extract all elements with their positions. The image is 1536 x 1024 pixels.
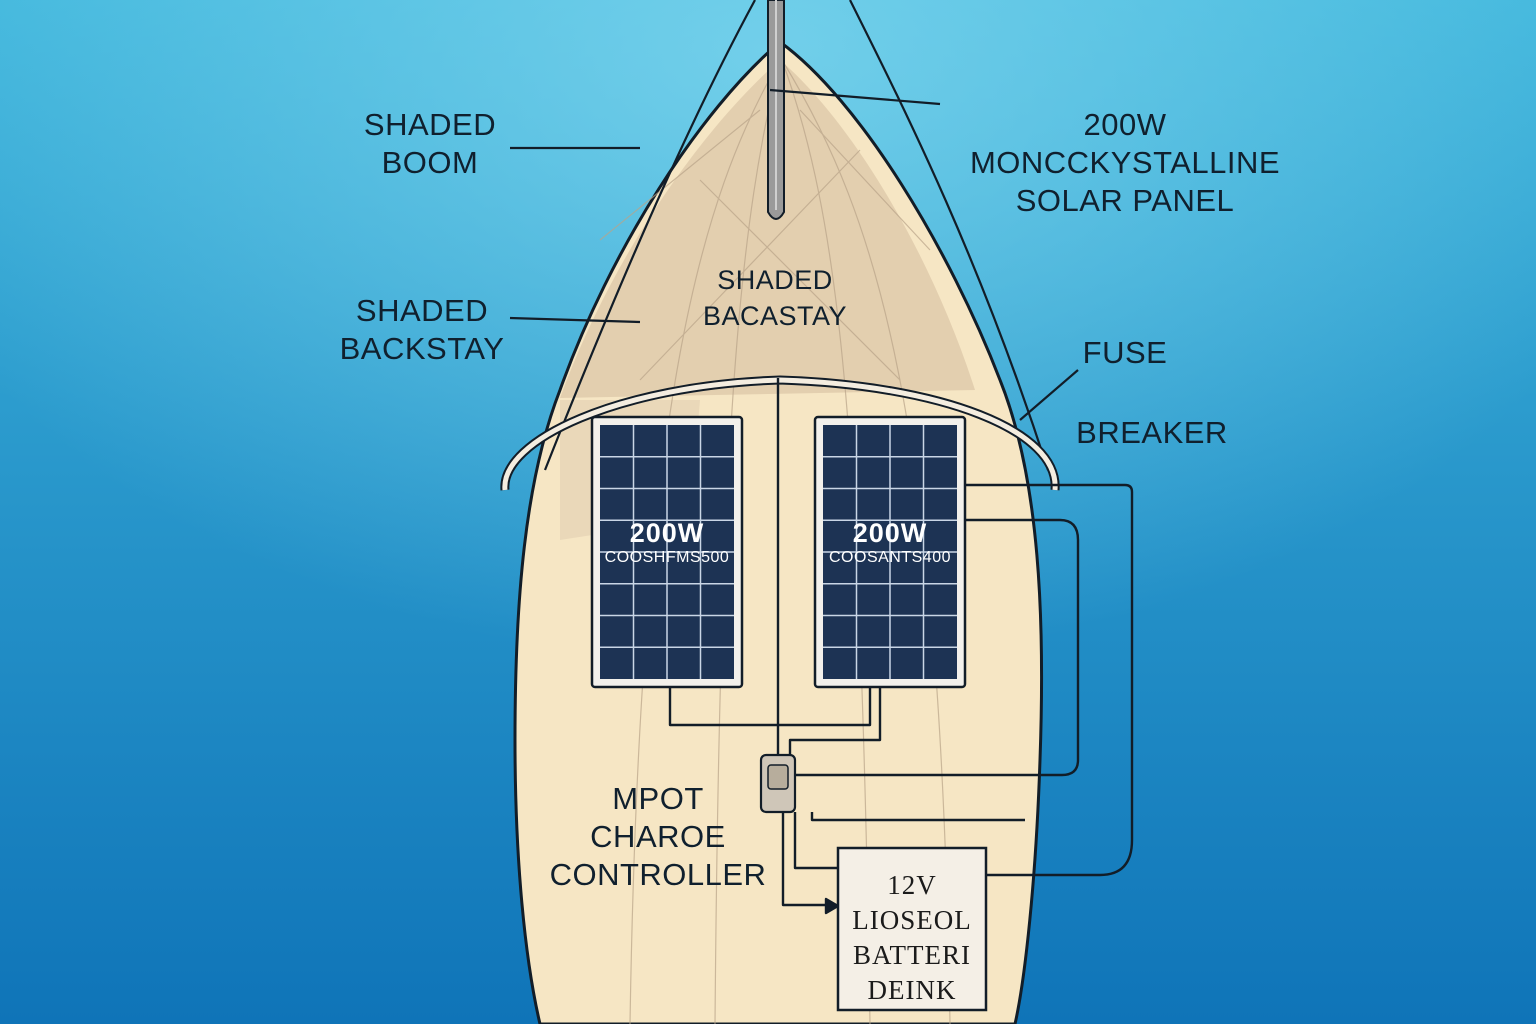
label-line: BACASTAY <box>702 301 848 331</box>
battery-icon <box>836 846 988 1012</box>
panel-2-label: 200W COOSANTS400 <box>819 518 961 568</box>
label-deck-backstay: SHADED BACASTAY <box>680 262 870 334</box>
label-fuse: FUSE <box>1060 334 1190 372</box>
label-shaded-boom: SHADED BOOM <box>340 106 520 182</box>
label-line: CHAROE <box>590 819 726 854</box>
label-line: MONCCKYSTALLINE <box>969 145 1281 180</box>
charge-controller-icon <box>759 753 797 814</box>
label-line: CONTROLLER <box>549 857 767 892</box>
label-charge-controller: MPOT CHAROE CONTROLLER <box>540 780 776 894</box>
panel-model: COOSHFMS500 <box>604 549 730 566</box>
solar-panel-icon <box>590 415 744 689</box>
deck-shade <box>560 60 975 398</box>
battery-line: 12V <box>887 870 937 900</box>
label-line: BREAKER <box>1076 415 1228 450</box>
battery-label: 12V LIOSEOL BATTERI DEINK <box>838 868 986 1008</box>
label-line: MPOT <box>612 781 704 816</box>
label-line: SOLAR PANEL <box>1015 183 1235 218</box>
label-line: SHADED <box>355 293 489 328</box>
solar-panel-icon <box>813 415 967 689</box>
battery-line: LIOSEOL <box>852 905 972 935</box>
panel-wattage: 200W <box>852 518 928 548</box>
pulpit-rail-highlight <box>502 377 1058 491</box>
panel-1-label: 200W COOSHFMS500 <box>596 518 738 568</box>
label-line: 200W <box>1083 107 1167 142</box>
label-shaded-backstay: SHADED BACKSTAY <box>322 292 522 368</box>
battery-line: DEINK <box>867 975 957 1005</box>
label-line: BACKSTAY <box>339 331 505 366</box>
hull-planking <box>599 59 951 1024</box>
rigging-lines <box>509 0 1079 471</box>
panel-model: COOSANTS400 <box>829 549 951 566</box>
label-line: FUSE <box>1082 335 1168 370</box>
label-breaker: BREAKER <box>1062 414 1242 452</box>
panel-wattage: 200W <box>629 518 705 548</box>
mast-icon <box>767 0 785 220</box>
label-line: BOOM <box>381 145 479 180</box>
label-line: SHADED <box>363 107 497 142</box>
battery-line: BATTERI <box>853 940 971 970</box>
label-solar-panel-callout: 200W MONCCKYSTALLINE SOLAR PANEL <box>940 106 1310 220</box>
label-line: SHADED <box>717 265 833 295</box>
